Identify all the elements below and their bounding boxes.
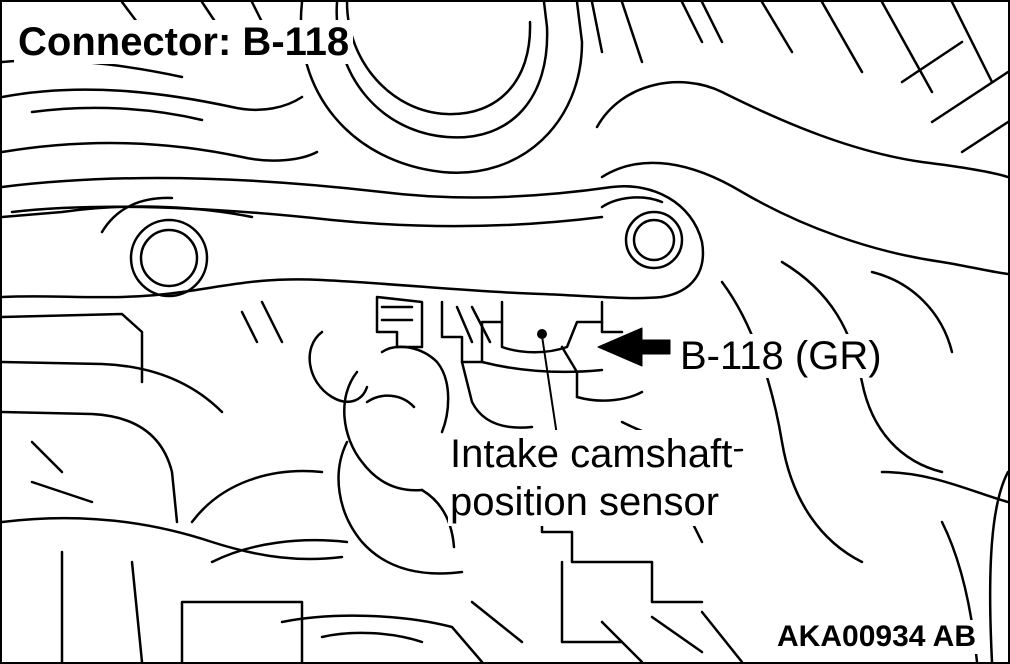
diagram-title: Connector: B-118 bbox=[14, 20, 354, 64]
intake-pipe-loop bbox=[299, 2, 584, 174]
sensor-label: Intake camshaft position sensor bbox=[448, 430, 735, 526]
right-side-pipes bbox=[595, 2, 1008, 662]
sensor-leader-line bbox=[541, 335, 559, 443]
sensor-leader-dot bbox=[537, 329, 547, 339]
sensor-label-line-1: Intake camshaft bbox=[450, 432, 733, 476]
connector-label: B-118 (GR) bbox=[678, 334, 884, 378]
wiring-harness bbox=[190, 345, 464, 575]
lower-left-structure bbox=[2, 300, 369, 662]
bottom-structure bbox=[280, 614, 704, 662]
sensor-connector-cluster bbox=[375, 295, 644, 429]
sensor-label-line-2: position sensor bbox=[450, 480, 720, 524]
figure-id: AKA00934 AB bbox=[773, 620, 980, 654]
connector-arrow-icon bbox=[597, 327, 671, 367]
manifold-body bbox=[2, 176, 705, 300]
